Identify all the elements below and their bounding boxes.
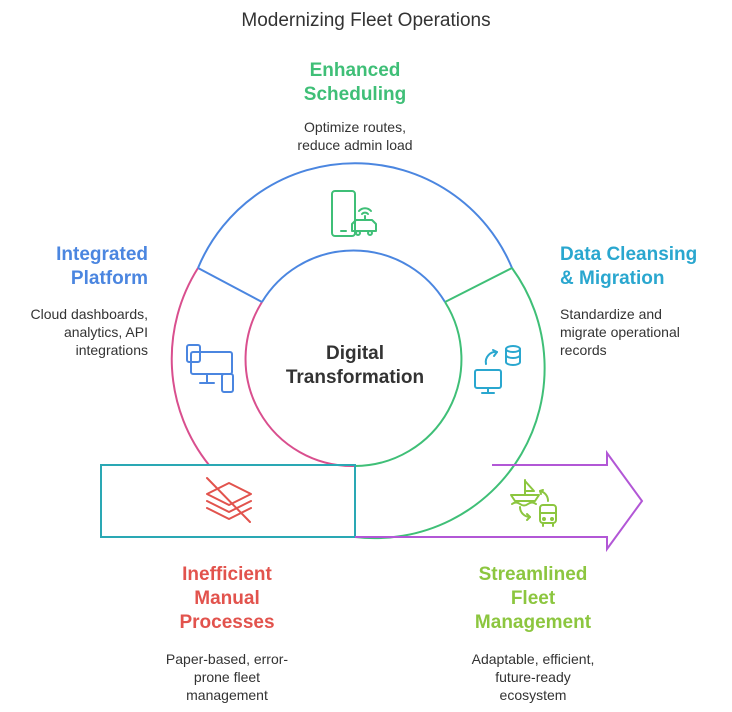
spoke-right [444, 267, 513, 303]
output-arrow [355, 449, 644, 553]
fleet-heading-2: Fleet [510, 588, 556, 609]
stage-data: Data Cleansing & Migration [560, 243, 730, 291]
phone-car-icon [331, 190, 377, 237]
stage-manual: Inefficient Manual Processes [127, 563, 327, 635]
center-label: Digital Transformation [270, 342, 440, 390]
stage-scheduling: Enhanced Scheduling [255, 59, 455, 107]
platform-heading-1: Integrated [56, 244, 148, 265]
ring-pink-arc [170, 267, 210, 466]
manual-desc-3: management [186, 687, 268, 703]
data-desc-2: migrate operational [560, 324, 680, 340]
platform-desc-3: integrations [75, 342, 148, 358]
crossed-papers-icon [206, 477, 252, 523]
spoke-left [197, 267, 263, 303]
scheduling-heading-1: Enhanced [309, 60, 401, 81]
scheduling-desc-1: Optimize routes, [304, 119, 406, 135]
scheduling-heading-2: Scheduling [303, 84, 407, 105]
platform-heading-2: Platform [70, 268, 148, 289]
fleet-heading-1: Streamlined [478, 564, 588, 585]
platform-desc-2: analytics, API [63, 324, 148, 340]
fleet-desc-1: Adaptable, efficient, [471, 651, 595, 667]
data-desc-3: records [560, 342, 607, 358]
boat-bus-icon [510, 479, 557, 527]
scheduling-desc-2: reduce admin load [297, 137, 413, 153]
data-description: Standardize and migrate operational reco… [560, 305, 730, 359]
fleet-heading-3: Management [474, 612, 592, 633]
data-desc-1: Standardize and [560, 306, 662, 322]
platform-desc-1: Cloud dashboards, [30, 306, 148, 322]
ring-blue-arc [197, 162, 513, 269]
manual-process-box [100, 464, 356, 538]
fleet-description: Adaptable, efficient, future-ready ecosy… [433, 650, 633, 704]
stage-platform: Integrated Platform [0, 243, 148, 291]
center-line-2: Transformation [285, 367, 425, 388]
platform-description: Cloud dashboards, analytics, API integra… [0, 305, 148, 359]
manual-heading-1: Inefficient [182, 564, 272, 585]
manual-heading-2: Manual [194, 588, 260, 609]
center-line-1: Digital [325, 343, 385, 364]
monitor-database-icon [474, 345, 521, 394]
manual-description: Paper-based, error- prone fleet manageme… [127, 650, 327, 704]
stage-fleet: Streamlined Fleet Management [433, 563, 633, 635]
inner-ring-green [354, 301, 463, 467]
diagram-title: Modernizing Fleet Operations [241, 10, 491, 31]
fleet-desc-3: ecosystem [499, 687, 567, 703]
scheduling-description: Optimize routes, reduce admin load [255, 118, 455, 154]
fleet-desc-2: future-ready [495, 669, 571, 685]
manual-heading-3: Processes [179, 612, 275, 633]
inner-ring-blue [261, 249, 446, 303]
devices-icon [186, 344, 234, 393]
data-heading-2: & Migration [560, 268, 665, 289]
manual-desc-2: prone fleet [193, 669, 261, 685]
data-heading-1: Data Cleansing [560, 244, 698, 265]
inner-ring-pink [244, 301, 356, 468]
manual-desc-1: Paper-based, error- [165, 651, 289, 667]
ring-green-arc [354, 267, 546, 540]
